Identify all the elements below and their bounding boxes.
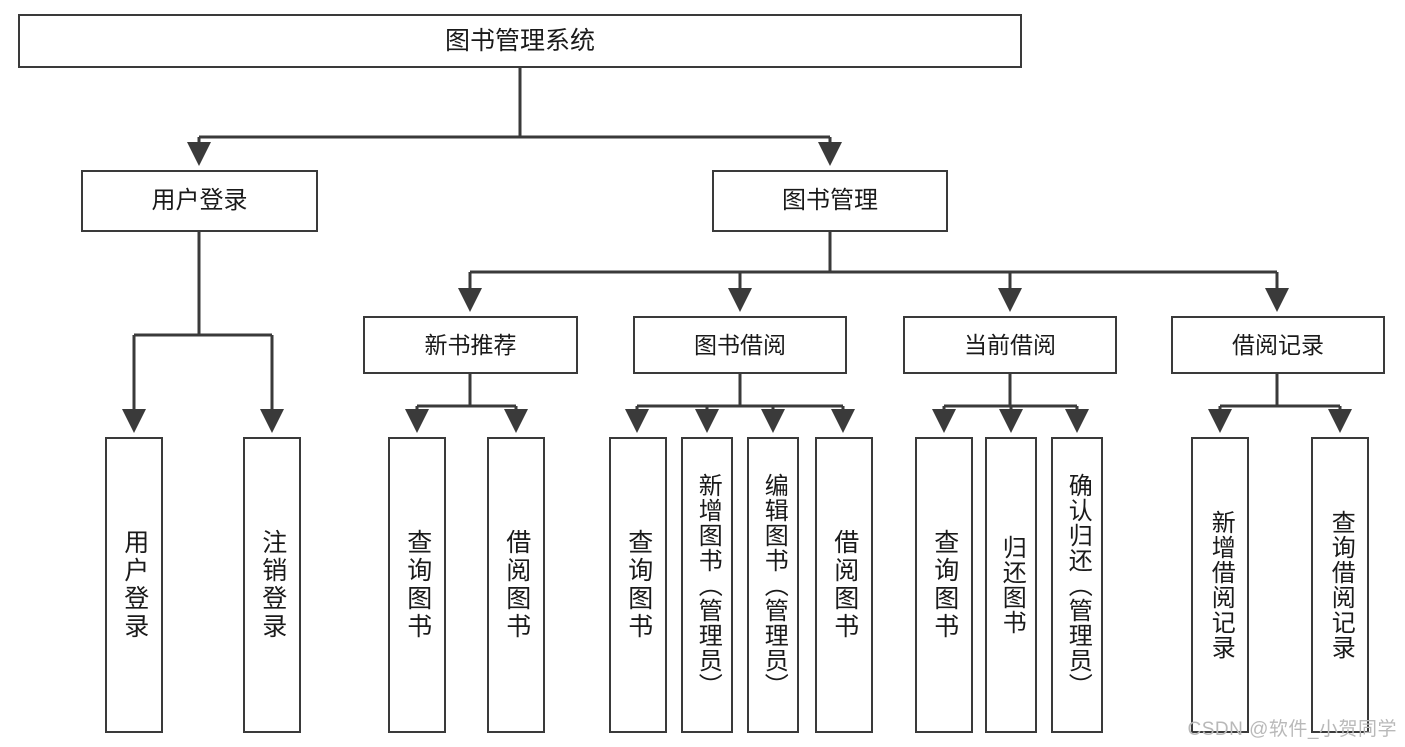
node-book-borrow[interactable]: 图书借阅 [633, 316, 847, 374]
node-new-book-rec[interactable]: 新书推荐 [363, 316, 578, 374]
node-confirm-return-admin-label: 确认归还（管理员） [1064, 472, 1092, 698]
node-user-login-leaf-label: 用户登录 [120, 529, 149, 641]
node-current-borrow[interactable]: 当前借阅 [903, 316, 1117, 374]
node-add-borrow-record[interactable]: 新增借阅记录 [1191, 437, 1249, 733]
watermark: CSDN @软件_小贺同学 [1187, 719, 1397, 740]
node-borrow-book-label: 借阅图书 [830, 529, 859, 641]
node-user-login[interactable]: 用户登录 [81, 170, 318, 232]
node-book-borrow-label: 图书借阅 [694, 331, 786, 358]
node-add-book-admin[interactable]: 新增图书（管理员） [681, 437, 733, 733]
node-logout-leaf[interactable]: 注销登录 [243, 437, 301, 733]
node-book-manage-label: 图书管理 [782, 187, 878, 215]
node-query-book-rec-label: 查询图书 [403, 529, 432, 641]
node-edit-book-admin-label: 编辑图书（管理员） [760, 472, 788, 698]
node-logout-leaf-label: 注销登录 [258, 529, 287, 641]
node-borrow-record-label: 借阅记录 [1232, 331, 1324, 358]
node-return-book[interactable]: 归还图书 [985, 437, 1037, 733]
node-new-book-rec-label: 新书推荐 [424, 331, 517, 358]
node-query-book-borrow[interactable]: 查询图书 [609, 437, 667, 733]
node-borrow-record[interactable]: 借阅记录 [1171, 316, 1385, 374]
node-add-borrow-record-label: 新增借阅记录 [1207, 510, 1235, 660]
node-root[interactable]: 图书管理系统 [18, 14, 1022, 68]
node-query-book-borrow-label: 查询图书 [624, 529, 653, 641]
node-query-borrow-record-label: 查询借阅记录 [1327, 510, 1355, 660]
node-query-book-current[interactable]: 查询图书 [915, 437, 973, 733]
node-current-borrow-label: 当前借阅 [964, 331, 1056, 358]
node-borrow-book[interactable]: 借阅图书 [815, 437, 873, 733]
node-query-book-rec[interactable]: 查询图书 [388, 437, 446, 733]
node-add-book-admin-label: 新增图书（管理员） [694, 472, 722, 698]
node-confirm-return-admin[interactable]: 确认归还（管理员） [1051, 437, 1103, 733]
node-user-login-leaf[interactable]: 用户登录 [105, 437, 163, 733]
node-book-manage[interactable]: 图书管理 [712, 170, 948, 232]
node-query-book-current-label: 查询图书 [930, 529, 959, 641]
node-return-book-label: 归还图书 [998, 535, 1026, 635]
node-root-label: 图书管理系统 [444, 26, 595, 55]
node-edit-book-admin[interactable]: 编辑图书（管理员） [747, 437, 799, 733]
node-borrow-book-rec[interactable]: 借阅图书 [487, 437, 545, 733]
node-borrow-book-rec-label: 借阅图书 [502, 529, 531, 641]
node-user-login-label: 用户登录 [151, 187, 248, 215]
node-query-borrow-record[interactable]: 查询借阅记录 [1311, 437, 1369, 733]
